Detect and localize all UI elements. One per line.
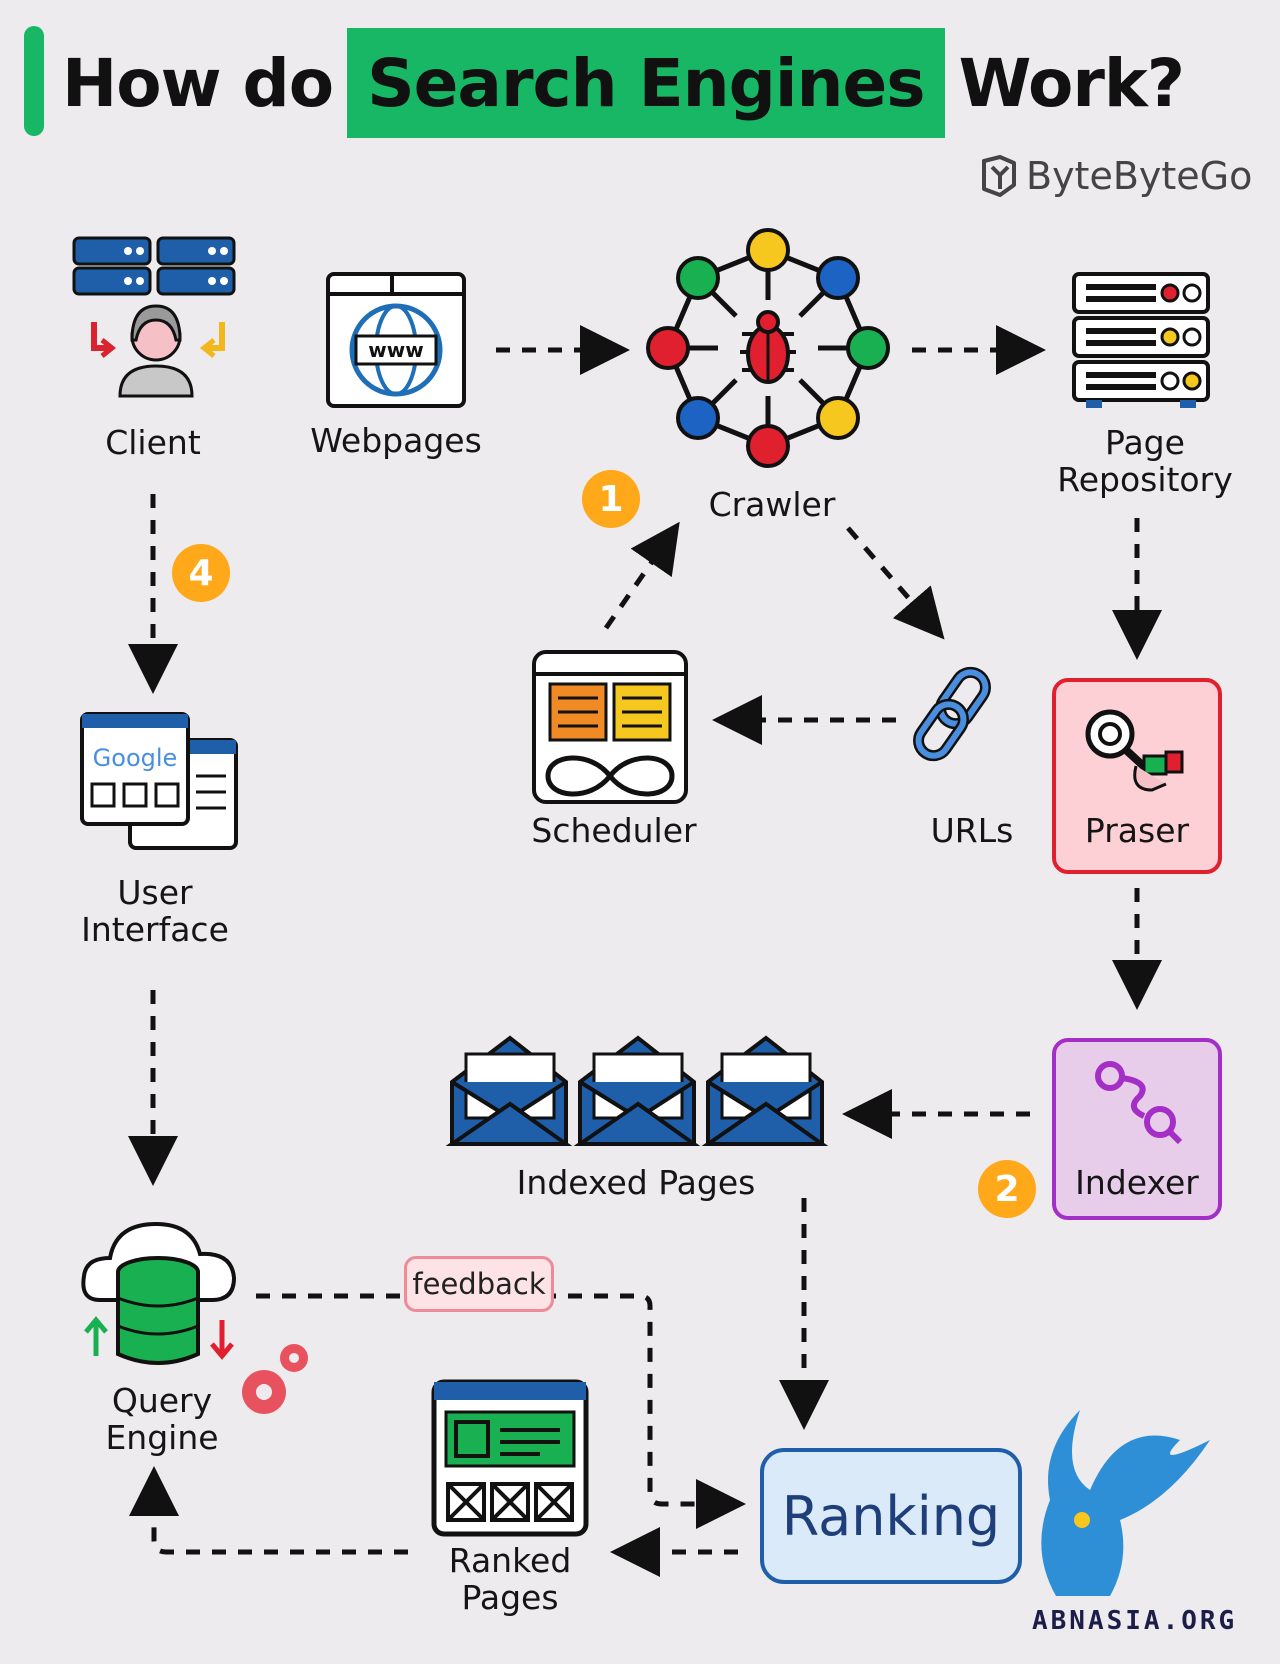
indexer-node: [1052, 1038, 1222, 1220]
query-engine-label: Query Engine: [80, 1382, 244, 1456]
route-search-icon: [1095, 1061, 1183, 1145]
user-interface-label-line2: Interface: [81, 910, 229, 949]
brand-name: ByteByteGo: [1026, 154, 1253, 198]
griffin-logo-icon: [1041, 1410, 1210, 1596]
step-badge-1: 1: [582, 470, 640, 528]
bug-icon: [740, 310, 796, 384]
query-engine-icon: [81, 1221, 308, 1414]
www-text: www: [368, 338, 423, 362]
praser-node: [1052, 678, 1222, 874]
crawler-icon: [646, 228, 890, 468]
page-repository-label-line1: Page: [1105, 423, 1185, 462]
ranked-pages-label: Ranked Pages: [420, 1542, 600, 1616]
page-title: How do Search Engines Work?: [62, 28, 1186, 138]
title-suffix: Work?: [958, 44, 1186, 122]
indexed-pages-label: Indexed Pages: [516, 1163, 756, 1202]
urls-label: URLs: [930, 811, 1014, 850]
arrow-query-engine-feedback-to-ranking: [256, 1293, 746, 1529]
page-repository-label: Page Repository: [1040, 424, 1250, 498]
bytebytego-logo-icon: [982, 155, 1016, 197]
indexed-pages-icon: [445, 1035, 829, 1146]
user-interface-icon: Google: [80, 712, 238, 850]
title-highlight: Search Engines: [347, 28, 945, 138]
scheduler-icon: [532, 650, 688, 804]
magnifier-hand-icon: [1085, 709, 1184, 792]
ranked-pages-label-line1: Ranked: [448, 1541, 572, 1580]
user-interface-label: User Interface: [60, 874, 250, 948]
step-badge-4: 4: [172, 544, 230, 602]
scheduler-label: Scheduler: [531, 811, 697, 850]
query-engine-label-line2: Engine: [105, 1418, 219, 1457]
watermark-text: ABNASIA.ORG: [1032, 1606, 1238, 1636]
arrow-crawler-to-urls: [846, 526, 945, 640]
arrow-ranked-pages-to-query-engine: [129, 1466, 408, 1555]
step-badge-2: 2: [978, 1160, 1036, 1218]
user-interface-label-line1: User: [117, 873, 193, 912]
brand-logo: ByteByteGo: [980, 154, 1252, 198]
client-label: Client: [105, 423, 201, 462]
webpages-icon: www: [326, 272, 466, 408]
ranking-node: Ranking: [760, 1448, 1022, 1584]
envelope-icon: [445, 1035, 573, 1146]
envelope-icon: [701, 1035, 829, 1146]
page-repository-label-line2: Repository: [1057, 460, 1233, 499]
title-accent-bar: [24, 26, 44, 136]
ranked-pages-icon: [431, 1379, 589, 1537]
envelope-icon: [573, 1035, 701, 1146]
indexer-label: Indexer: [1075, 1163, 1199, 1202]
link-icon: [913, 666, 991, 762]
google-logo-text: Google: [93, 744, 178, 772]
praser-label: Praser: [1084, 811, 1190, 850]
gears-icon: [242, 1344, 308, 1414]
query-engine-label-line1: Query: [111, 1381, 213, 1420]
arrow-scheduler-to-crawler: [603, 521, 680, 630]
webpages-label: Webpages: [310, 421, 482, 460]
page-repository-icon: [1072, 272, 1210, 408]
ranked-pages-label-line2: Pages: [461, 1578, 559, 1617]
crawler-label: Crawler: [708, 485, 836, 524]
title-prefix: How do: [62, 44, 334, 122]
client-icon: [72, 236, 236, 398]
feedback-tag: feedback: [404, 1256, 554, 1312]
